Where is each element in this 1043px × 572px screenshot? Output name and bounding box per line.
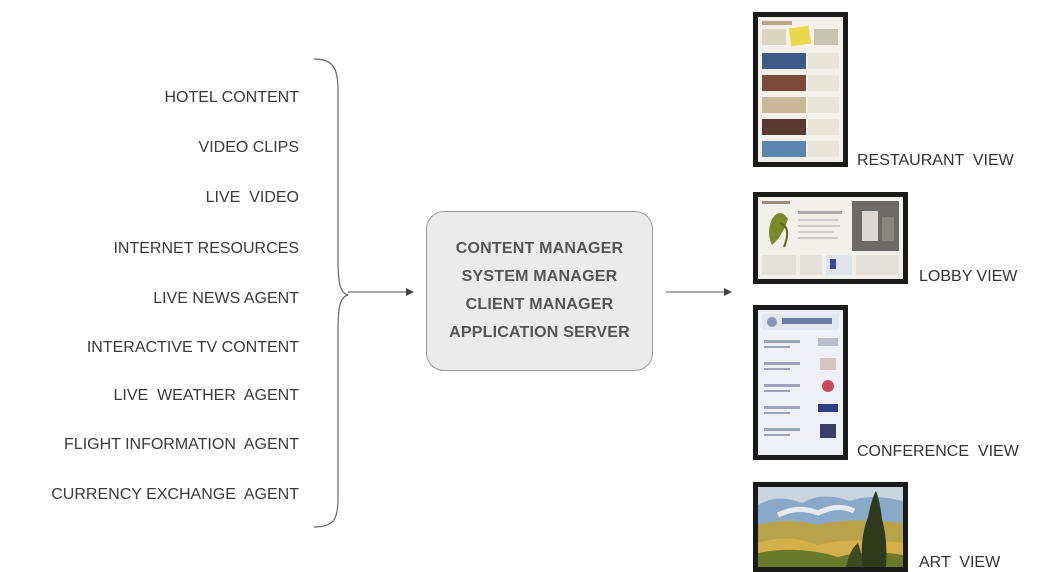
source-item-flight-information-agent: FLIGHT INFORMATION AGENT — [64, 436, 299, 453]
conference-view-screen — [753, 305, 848, 460]
art-view-screen — [753, 482, 908, 572]
restaurant-view-image — [758, 17, 843, 162]
source-item-currency-exchange-agent: CURRENCY EXCHANGE AGENT — [51, 486, 299, 503]
conference-view-label: CONFERENCE VIEW — [857, 443, 1019, 460]
server-line-application-server: APPLICATION SERVER — [449, 324, 630, 341]
restaurant-view-label: RESTAURANT VIEW — [857, 152, 1014, 169]
lobby-view-image — [758, 197, 903, 279]
source-item-internet-resources: INTERNET RESOURCES — [113, 240, 299, 257]
source-item-live-video: LIVE VIDEO — [205, 189, 299, 206]
server-line-system-manager: SYSTEM MANAGER — [461, 268, 618, 285]
art-view-label: ART VIEW — [919, 554, 1001, 571]
source-item-interactive-tv-content: INTERACTIVE TV CONTENT — [86, 339, 299, 356]
server-line-content-manager: CONTENT MANAGER — [455, 240, 624, 257]
source-item-video-clips: VIDEO CLIPS — [198, 139, 299, 156]
grouping-brace — [313, 58, 349, 528]
conference-view-image — [758, 310, 843, 455]
server-box: CONTENT MANAGER SYSTEM MANAGER CLIENT MA… — [426, 211, 653, 371]
lobby-view-screen — [753, 192, 908, 284]
lobby-view-label: LOBBY VIEW — [919, 268, 1018, 285]
restaurant-view-screen — [753, 12, 848, 167]
source-item-live-news-agent: LIVE NEWS AGENT — [153, 290, 299, 307]
output-arrow — [666, 288, 732, 296]
server-line-client-manager: CLIENT MANAGER — [465, 296, 614, 313]
source-item-live-weather-agent: LIVE WEATHER AGENT — [113, 387, 299, 404]
source-item-hotel-content: HOTEL CONTENT — [164, 89, 299, 106]
art-view-image — [758, 487, 903, 567]
input-arrow — [348, 288, 414, 296]
